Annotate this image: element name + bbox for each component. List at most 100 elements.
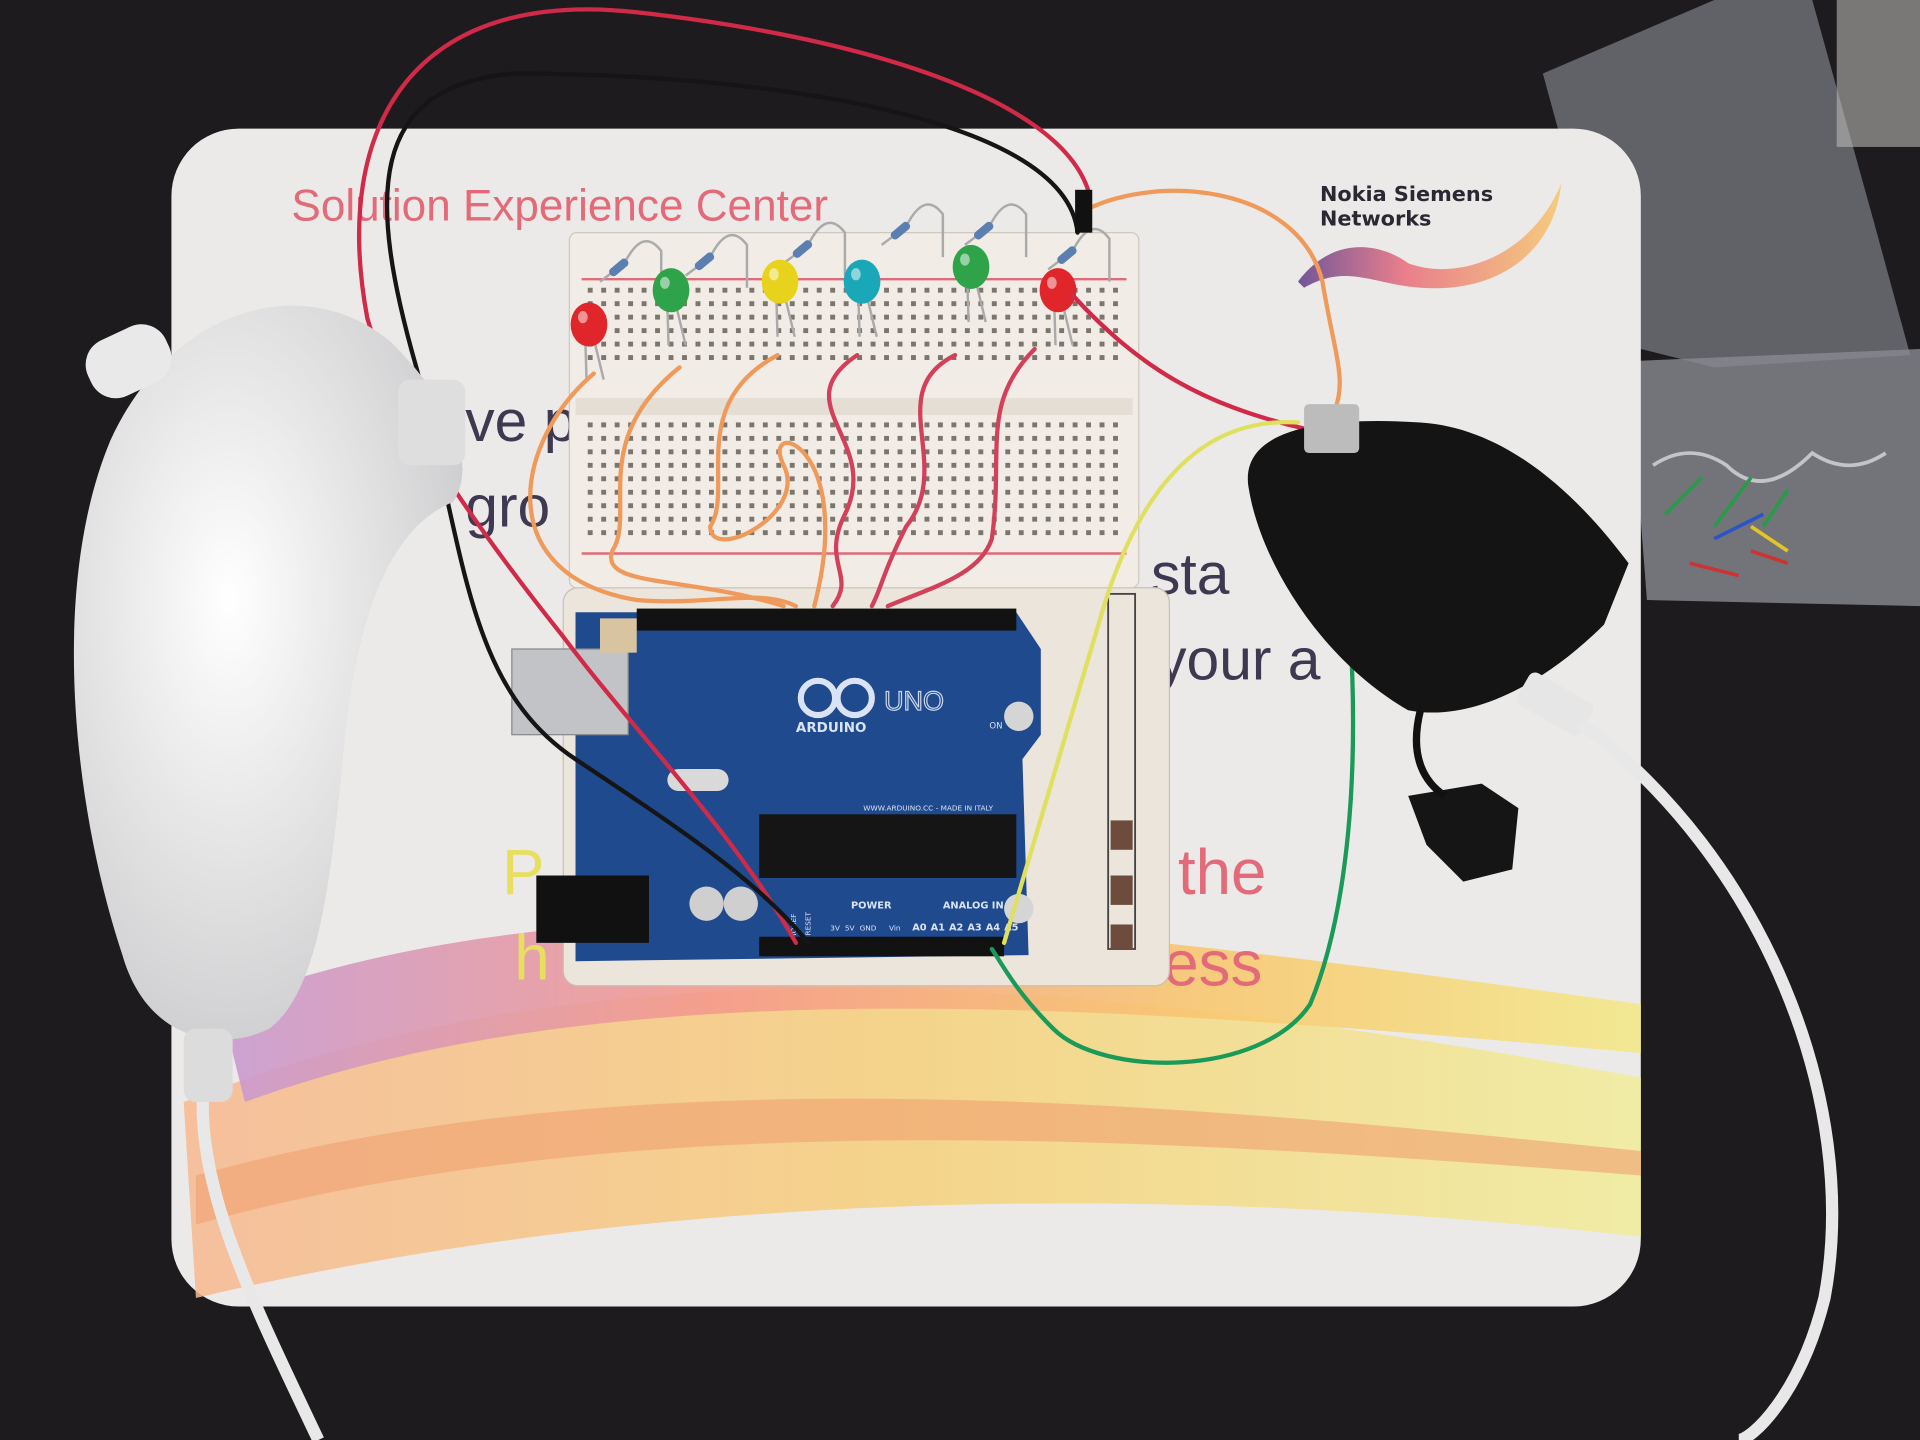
breadboard-hole — [1113, 287, 1118, 293]
breadboard-hole — [789, 462, 795, 468]
breadboard-hole — [695, 341, 701, 347]
breadboard-hole — [830, 355, 836, 360]
breadboard-hole — [1086, 328, 1092, 334]
breadboard-hole — [789, 341, 795, 347]
breadboard-hole — [1086, 422, 1092, 428]
breadboard-hole — [1045, 328, 1051, 334]
breadboard-hole — [1099, 516, 1105, 522]
breadboard-hole — [991, 328, 997, 334]
breadboard-hole — [1099, 341, 1105, 347]
breadboard-hole — [601, 503, 607, 509]
breadboard-hole — [1045, 462, 1051, 468]
breadboard-hole — [601, 341, 607, 347]
breadboard-hole — [695, 287, 701, 293]
breadboard-hole — [1045, 530, 1051, 536]
breadboard-hole — [978, 449, 984, 455]
breadboard-hole — [870, 435, 876, 441]
breadboard-hole — [1072, 314, 1078, 320]
breadboard-hole — [722, 341, 728, 347]
breadboard-hole — [1086, 530, 1092, 536]
breadboard-hole — [830, 341, 836, 347]
breadboard-hole — [601, 462, 607, 468]
breadboard-hole — [655, 476, 660, 482]
breadboard-hole — [708, 462, 714, 468]
breadboard-hole — [803, 476, 809, 482]
breadboard-hole — [857, 449, 863, 455]
breadboard-hole — [749, 287, 755, 293]
breadboard-hole — [803, 503, 809, 509]
breadboard-hole — [762, 489, 768, 495]
breadboard-hole — [924, 422, 930, 428]
breadboard-hole — [655, 355, 660, 360]
breadboard-hole — [614, 503, 620, 509]
breadboard-hole — [991, 301, 997, 307]
breadboard-hole — [708, 503, 714, 509]
breadboard-hole — [830, 530, 836, 536]
breadboard-hole — [682, 503, 687, 509]
breadboard-hole — [1086, 287, 1092, 293]
breadboard-hole — [682, 489, 687, 495]
breadboard-hole — [951, 503, 957, 509]
breadboard-hole — [911, 489, 916, 495]
breadboard-hole — [641, 435, 647, 441]
breadboard-hole — [735, 476, 741, 482]
brand-logo-wave — [1297, 183, 1562, 289]
breadboard-hole — [911, 328, 916, 334]
breadboard-hole — [735, 516, 741, 522]
breadboard-hole — [924, 301, 930, 307]
breadboard-hole — [735, 449, 741, 455]
breadboard-hole — [857, 530, 863, 536]
breadboard-hole — [749, 328, 755, 334]
breadboard-hole — [1086, 449, 1092, 455]
breadboard-hole — [897, 328, 903, 334]
breadboard-hole — [1005, 328, 1011, 334]
breadboard-hole — [897, 341, 903, 347]
breadboard-hole — [789, 435, 795, 441]
breadboard-hole — [1113, 516, 1118, 522]
breadboard-hole — [614, 462, 620, 468]
breadboard-hole — [937, 435, 943, 441]
breadboard-hole — [1072, 516, 1078, 522]
breadboard-hole — [843, 476, 849, 482]
breadboard-hole — [668, 462, 674, 468]
breadboard-hole — [951, 516, 957, 522]
breadboard-hole — [924, 489, 930, 495]
breadboard-hole — [1086, 355, 1092, 360]
breadboard-hole — [951, 489, 957, 495]
breadboard-hole — [1032, 530, 1038, 536]
breadboard-hole — [776, 341, 782, 347]
breadboard-hole — [870, 503, 876, 509]
breadboard-hole — [978, 287, 984, 293]
breadboard-hole — [762, 476, 768, 482]
breadboard-hole — [776, 516, 782, 522]
breadboard-hole — [924, 355, 930, 360]
resistor — [890, 221, 911, 240]
breadboard-hole — [601, 449, 607, 455]
digital-header — [636, 608, 1017, 631]
breadboard-hole — [1032, 476, 1038, 482]
breadboard-hole — [964, 476, 970, 482]
breadboard-hole — [749, 355, 755, 360]
breadboard-hole — [587, 449, 593, 455]
breadboard-hole — [708, 449, 714, 455]
breadboard-hole — [641, 530, 647, 536]
breadboard-hole — [695, 503, 701, 509]
breadboard-hole — [587, 476, 593, 482]
breadboard-hole — [776, 476, 782, 482]
breadboard-hole — [587, 530, 593, 536]
breadboard-hole — [749, 314, 755, 320]
breadboard-hole — [803, 422, 809, 428]
breadboard-hole — [1113, 314, 1118, 320]
breadboard-hole — [695, 462, 701, 468]
breadboard-hole — [762, 422, 768, 428]
breadboard-hole — [897, 287, 903, 293]
breadboard-hole — [816, 462, 822, 468]
breadboard-hole — [897, 503, 903, 509]
breadboard-hole — [1005, 530, 1011, 536]
breadboard-hole — [884, 422, 889, 428]
breadboard-hole — [884, 287, 889, 293]
breadboard-hole — [978, 422, 984, 428]
breadboard-hole — [816, 489, 822, 495]
breadboard-hole — [587, 422, 593, 428]
breadboard-hole — [924, 503, 930, 509]
